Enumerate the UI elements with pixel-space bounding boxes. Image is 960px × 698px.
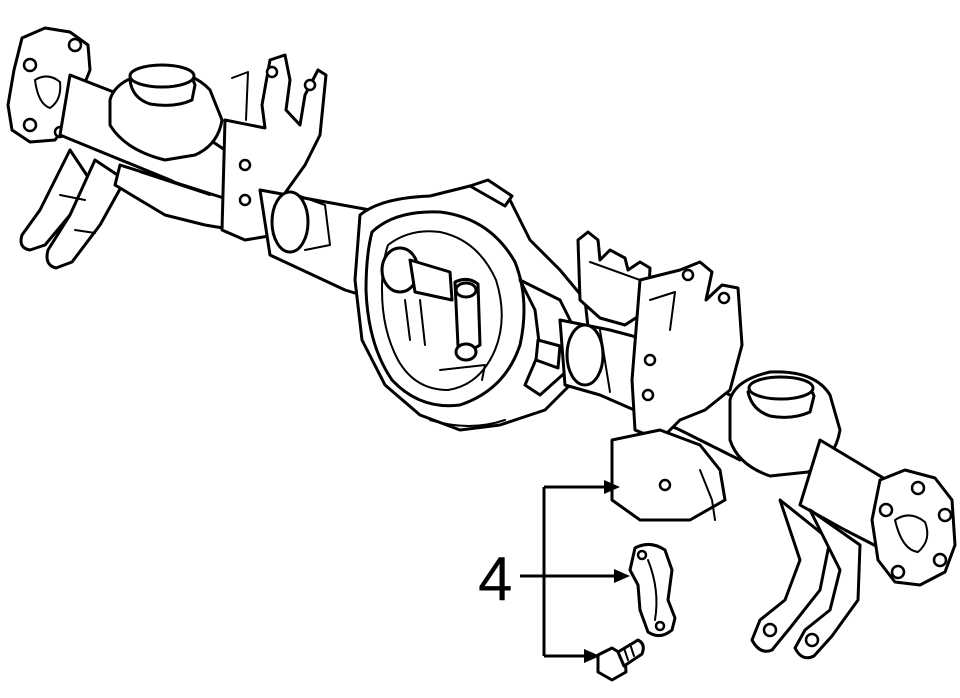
arrow-head [614, 569, 630, 583]
arrow-head [604, 480, 620, 494]
right-mid-bracket [576, 230, 652, 327]
callout-leaders [520, 480, 630, 663]
differential-housing [353, 178, 592, 432]
axle-tube-left [258, 188, 380, 302]
bracket-part [628, 543, 677, 637]
bolt-part [596, 638, 645, 682]
arrow-head [584, 649, 600, 663]
callout-number: 4 [478, 545, 512, 614]
right-axle-end [610, 370, 957, 660]
left-axle-end [6, 26, 242, 270]
